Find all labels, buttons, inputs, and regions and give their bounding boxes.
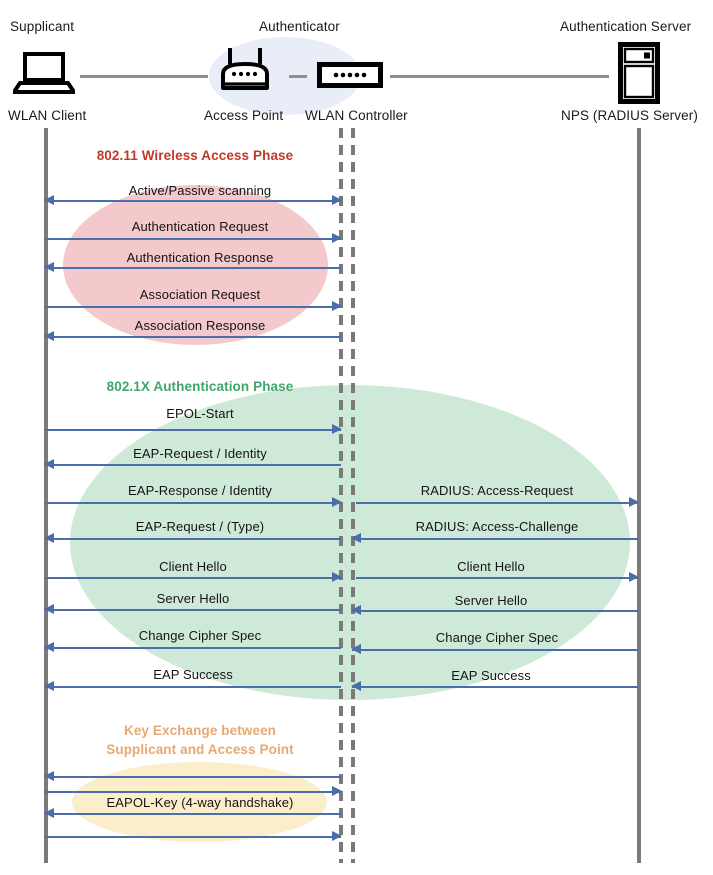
arrow-line [45,791,341,793]
message-label: Client Hello [159,559,227,574]
arrowhead-right-icon [629,497,639,508]
message-label: Client Hello [457,559,525,574]
message-label: Association Response [134,318,266,333]
link-ap-to-controller [289,75,307,78]
arrow-line [45,836,341,838]
message-label: RADIUS: Access-Request [420,483,574,498]
laptop-icon [13,52,75,94]
message-label: EPOL-Start [166,406,234,421]
arrowhead-right-icon [332,572,342,583]
arrow-line [356,577,638,579]
actor-title-supplicant: Supplicant [10,19,75,34]
phase-ellipse-key-exchange [72,762,327,842]
arrow-line [45,647,341,649]
message-label: RADIUS: Access-Challenge [415,519,579,534]
message-label: Association Request [139,287,261,302]
lifeline-access-point [339,128,343,863]
arrow-line [352,649,638,651]
arrow-line [45,538,341,540]
arrow-line [45,238,341,240]
arrowhead-right-icon [332,497,342,508]
arrowhead-left-icon [44,642,54,653]
lifeline-wlan-controller [351,128,355,863]
arrow-line [45,609,341,611]
arrowhead-left-icon [44,262,54,273]
arrowhead-left-icon [44,195,54,206]
phase-label-dot1x: 802.1X Authentication Phase [106,379,294,394]
arrowhead-left-icon [351,533,361,544]
phase-ellipse-dot1x [70,385,630,700]
message-label: EAPOL-Key (4-way handshake) [106,795,294,810]
server-tower-icon [618,42,660,104]
arrowhead-left-icon [44,459,54,470]
message-label: EAP-Response / Identity [128,483,272,498]
phase-label-key-exchange: Key Exchange between Supplicant and Acce… [106,723,294,757]
message-label: Server Hello [156,591,230,606]
message-label: EAP-Request / (Type) [135,519,265,534]
arrowhead-right-icon [332,786,342,797]
actor-caption-wlan-controller: WLAN Controller [305,108,408,123]
actor-title-authentication-server: Authentication Server [560,19,692,34]
wireless-access-point-icon [218,48,272,94]
arrowhead-right-icon [629,572,639,583]
message-label: EAP-Request / Identity [133,446,267,461]
arrowhead-left-icon [44,771,54,782]
actor-title-authenticator: Authenticator [259,19,340,34]
message-label: EAP Success [451,668,531,683]
lifeline-authentication-server [637,128,641,863]
message-label: EAP Success [153,667,233,682]
message-label: Change Cipher Spec [138,628,262,643]
arrow-line [45,200,341,202]
link-controller-to-server [390,75,609,78]
lifeline-supplicant [44,128,48,863]
arrowhead-left-icon [44,808,54,819]
message-label: Server Hello [454,593,528,608]
arrowhead-right-icon [332,424,342,435]
arrow-line [45,464,341,466]
actor-caption-wlan-client: WLAN Client [8,108,87,123]
arrow-line [45,429,341,431]
arrow-line [352,538,638,540]
network-switch-icon [317,62,383,88]
arrowhead-right-icon [332,195,342,206]
actor-caption-access-point: Access Point [204,108,284,123]
arrow-line [45,306,341,308]
arrow-line [356,502,638,504]
arrowhead-right-icon [332,831,342,842]
link-client-to-ap [80,75,208,78]
arrowhead-left-icon [44,681,54,692]
message-label: Authentication Response [126,250,274,265]
arrowhead-left-icon [351,644,361,655]
arrow-line [45,776,341,778]
arrowhead-right-icon [332,301,342,312]
arrow-line [45,502,341,504]
arrowhead-left-icon [44,331,54,342]
arrow-line [45,577,341,579]
phase-ellipse-wireless-access [63,185,328,345]
message-label: Authentication Request [131,219,269,234]
arrow-line [45,686,341,688]
arrowhead-left-icon [351,605,361,616]
arrow-line [352,610,638,612]
arrow-line [352,686,638,688]
phase-label-wireless-access: 802.11 Wireless Access Phase [96,148,294,163]
arrowhead-right-icon [332,233,342,244]
arrowhead-left-icon [351,681,361,692]
arrowhead-left-icon [44,533,54,544]
message-label: Change Cipher Spec [435,630,559,645]
arrowhead-left-icon [44,604,54,615]
actor-caption-nps-radius-server: NPS (RADIUS Server) [561,108,698,123]
arrow-line [45,813,341,815]
arrow-line [45,267,341,269]
arrow-line [45,336,341,338]
message-label: Active/Passive scanning [128,183,272,198]
